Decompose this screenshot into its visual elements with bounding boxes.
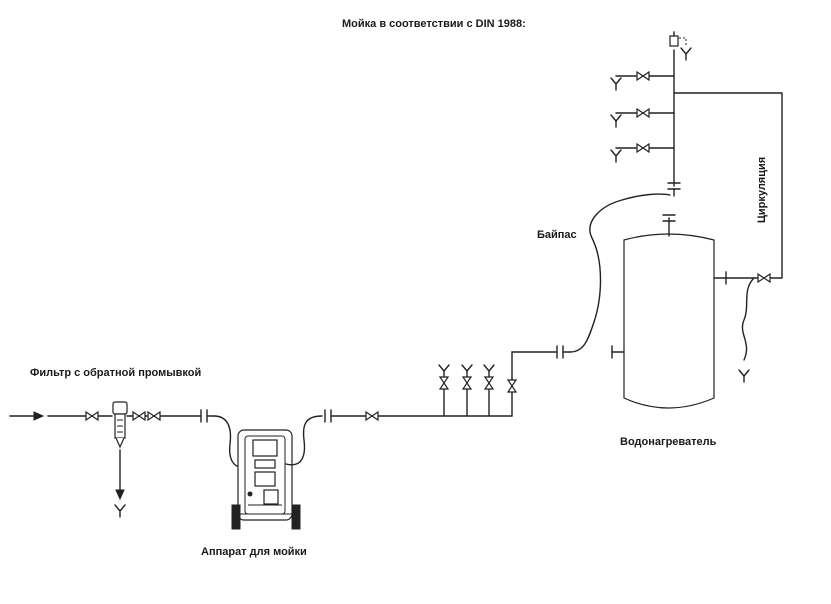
washer-label: Аппарат для мойки xyxy=(201,546,307,558)
diagram-title: Мойка в соответствии с DIN 1988: xyxy=(342,18,526,30)
coupling-heater-inlet xyxy=(556,345,564,359)
coupling-right xyxy=(324,409,332,423)
inlet-arrow xyxy=(9,411,45,421)
filter-drain xyxy=(114,449,126,518)
bypass-hose xyxy=(569,193,671,353)
upper-taps xyxy=(610,71,675,163)
circulation-hose xyxy=(741,277,755,361)
coupling-left xyxy=(200,409,208,423)
air-vent xyxy=(669,31,692,61)
valve-after-filter-1 xyxy=(132,411,146,421)
inlet-valve xyxy=(85,411,99,421)
valve-after-filter-2 xyxy=(147,411,161,421)
filter-label: Фильтр с обратной промывкой xyxy=(30,367,202,379)
heater-label: Водонагреватель xyxy=(620,436,717,448)
bypass-label: Байпас xyxy=(537,229,577,241)
backwash-filter xyxy=(112,401,128,449)
circulation-valve xyxy=(757,273,771,283)
washing-machine xyxy=(231,429,301,530)
water-heater xyxy=(611,214,727,409)
branch-taps xyxy=(438,351,517,417)
hose-out xyxy=(285,415,323,466)
circulation-drain xyxy=(738,369,750,383)
valve-washer-outlet xyxy=(365,411,379,421)
